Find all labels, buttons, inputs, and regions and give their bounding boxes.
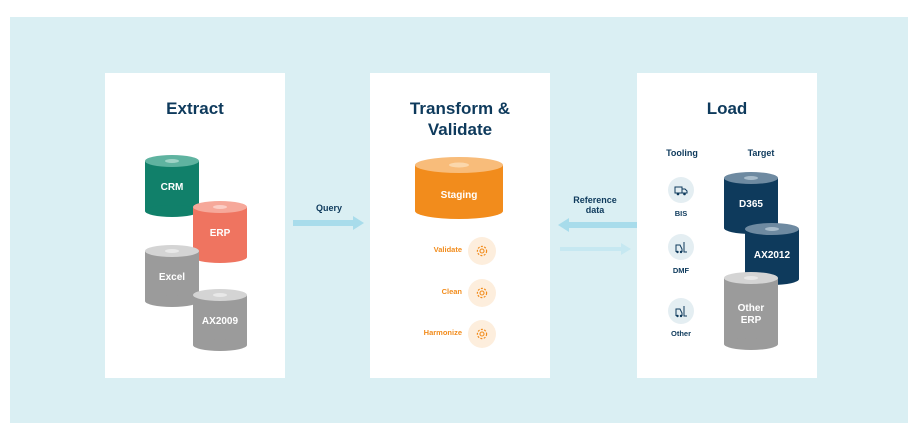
other-erp-cylinder: Other ERP <box>724 272 778 350</box>
forklift-icon <box>668 298 694 324</box>
excel-cylinder: Excel <box>145 245 199 307</box>
validate-label: Validate <box>433 245 462 254</box>
gear-icon <box>468 320 496 348</box>
bis-label: BIS <box>674 209 688 218</box>
other-erp-label: Other ERP <box>737 303 765 326</box>
transform-title-line1: Transform & <box>409 99 511 118</box>
truck-icon <box>668 177 694 203</box>
forklift-icon <box>668 234 694 260</box>
load-title: Load <box>706 99 748 118</box>
extract-panel: Extract CRM ERP Excel AX2009 <box>105 73 285 378</box>
dmf-label: DMF <box>672 266 690 275</box>
ax2009-label: AX2009 <box>201 316 239 327</box>
excel-label: Excel <box>158 272 186 283</box>
clean-label: Clean <box>441 287 462 296</box>
d365-label: D365 <box>739 199 763 210</box>
tooling-header: Tooling <box>666 148 698 158</box>
query-arrow <box>293 216 364 230</box>
erp-label: ERP <box>209 228 231 239</box>
ax2009-cylinder: AX2009 <box>193 289 247 351</box>
crm-cylinder: CRM <box>145 155 199 217</box>
gear-icon <box>468 279 496 307</box>
ax2012-label: AX2012 <box>753 250 791 261</box>
query-label: Query <box>315 203 342 213</box>
staging-label: Staging <box>440 190 478 201</box>
erp-cylinder: ERP <box>193 201 247 263</box>
extract-title: Extract <box>166 99 224 118</box>
reference-label-line1: Reference <box>573 195 617 205</box>
transform-title-line2: Validate <box>427 120 493 139</box>
gear-icon <box>468 237 496 265</box>
staging-cylinder: Staging <box>415 157 503 219</box>
other-tool-label: Other <box>670 329 691 338</box>
transform-panel: Transform & Validate Staging Validate Cl… <box>370 73 550 378</box>
load-panel: Load Tooling Target BIS DMF Other D365 A… <box>637 73 817 378</box>
harmonize-label: Harmonize <box>423 328 462 337</box>
crm-label: CRM <box>160 182 184 193</box>
load-arrow <box>560 243 631 255</box>
reference-data-arrow <box>558 218 638 232</box>
reference-label-line2: data <box>585 205 605 215</box>
target-header: Target <box>747 148 775 158</box>
